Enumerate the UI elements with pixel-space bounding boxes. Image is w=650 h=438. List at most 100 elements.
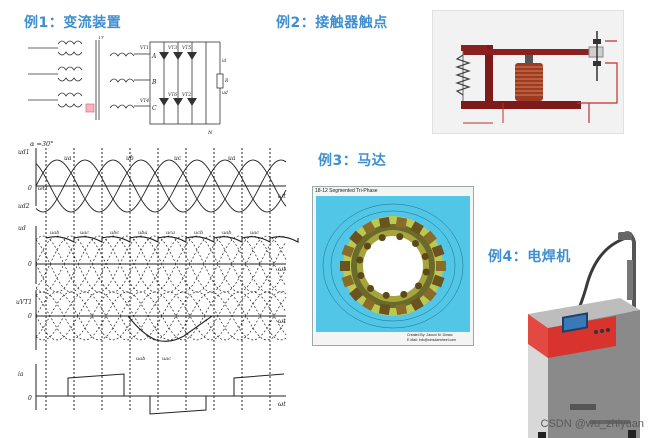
motor-stator-tooth (410, 297, 424, 311)
vt-voltage-wave-4 (35, 291, 287, 341)
omega-t-label-1: ωt (278, 192, 286, 200)
contactor-illustration (432, 10, 624, 134)
motor-stator-tooth (395, 303, 408, 316)
node-a-label: A (151, 53, 157, 60)
line-label-uab: uab (50, 230, 59, 236)
motor-rotor-pole (356, 256, 364, 264)
example-2-title: 例2：接触器触点 (276, 15, 388, 31)
motor-stator-tooth (362, 221, 376, 235)
vt-voltage-wave-2 (35, 291, 287, 341)
motor-rotor-pole (400, 290, 408, 298)
vt5-label: VT5 (182, 45, 191, 51)
vt1-label: VT1 (140, 45, 149, 51)
vt-voltage-wave-3 (35, 291, 287, 341)
motor-credits: Created By: Jaouni M. Dinarc E-Mail: inf… (407, 333, 456, 343)
vt-label-uac: uac (162, 356, 171, 362)
node-c-label: C (152, 105, 157, 112)
node-b-label: B (151, 79, 157, 86)
motor-stator-tooth (378, 303, 391, 316)
motor-stator-tooth (436, 261, 446, 271)
motor-rotor-pole (378, 234, 386, 242)
motor-rotor-pole (412, 240, 419, 247)
motor-rotor-pole (357, 272, 365, 279)
ia-axis-label: ia (18, 371, 24, 378)
load-current-label: id (222, 58, 226, 64)
watermark-text: CSDN @wu_zhiyuan (540, 418, 645, 430)
phase-label-ua: ua (64, 155, 72, 162)
origin-zero-2: 0 (28, 261, 32, 268)
origin-zero-1: 0 (28, 185, 32, 192)
motor-stator-tooth (341, 244, 355, 258)
phase-label-uc: uc (174, 155, 182, 162)
highlight-marker-icon (85, 103, 95, 113)
vt1-voltage-trace (36, 315, 286, 342)
alpha-label: α =30° (30, 140, 53, 148)
motor-stator-tooth (410, 221, 424, 235)
vt-voltage-wave-0 (35, 291, 287, 341)
line-label-uca: uca (166, 230, 175, 236)
example-3-title: 例3：马达 (318, 153, 387, 169)
motor-rotor-pole (421, 253, 429, 260)
motor-rotor-pole (382, 291, 390, 299)
wt1-label: ωt1 (38, 186, 48, 192)
rectifier-circuit-diagram: Tr A B C P N VT1 VT3 VT5 VT4 VT6 VT2 id … (28, 36, 228, 136)
rectified-output-envelope (45, 236, 299, 243)
motor-rotor-pole (415, 282, 422, 290)
motor-stator-tooth (362, 297, 376, 311)
motor-field-plot (316, 196, 470, 332)
motor-simulation-window: 18-12 Segmented Tri-Phase Created By: Ja… (312, 186, 474, 346)
line-label-uba: uba (138, 230, 147, 236)
motor-stator-tooth (349, 287, 364, 302)
vt3-label: VT3 (168, 45, 177, 51)
example-1-title: 例1：变流装置 (24, 15, 122, 31)
phase-wave-1 (35, 159, 287, 213)
motor-stator-tooth (341, 274, 355, 288)
phase-current-trace (36, 373, 285, 415)
load-resistor-label: R (224, 78, 228, 84)
motor-rotor-pole (367, 285, 374, 292)
line-label-uab-2: uab (222, 230, 231, 236)
omega-t-label-3: ωt (278, 317, 286, 325)
waveform-diagram: α =30° ud1 ud2 ud uVT1 ia ωt1 0 0 0 0 ωt… (16, 140, 299, 415)
vt2-label: VT2 (182, 92, 191, 98)
load-voltage-label: ud (222, 90, 228, 96)
line-voltage-wave-1 (35, 235, 287, 293)
motor-stator-tooth (395, 216, 408, 229)
motor-caption: 18-12 Segmented Tri-Phase (315, 188, 378, 194)
ud1-axis-label: ud1 (18, 149, 30, 156)
motor-stator-tooth (431, 244, 445, 258)
motor-rotor-pole (422, 268, 430, 276)
phase-wave-2 (35, 159, 287, 213)
vt-voltage-wave-5 (35, 291, 287, 341)
motor-rotor-pole (396, 233, 404, 241)
uvt1-axis-label: uVT1 (16, 299, 32, 306)
omega-t-label-2: ωt (278, 265, 286, 273)
ud2-axis-label: ud2 (18, 203, 30, 210)
origin-zero-4: 0 (28, 395, 32, 402)
motor-stator-tooth (340, 261, 350, 271)
omega-t-label-4: ωt (278, 400, 286, 408)
motor-stator-tooth (431, 274, 445, 288)
vt-label-uab: uab (136, 356, 145, 362)
line-label-uac-2: uac (250, 230, 259, 236)
motor-rotor-pole (364, 242, 371, 250)
line-label-ucb: ucb (194, 230, 203, 236)
phase-label-ub: ub (126, 155, 134, 162)
origin-zero-3: 0 (28, 313, 32, 320)
node-p-label: P (207, 36, 212, 38)
contactor-drawing (455, 31, 618, 124)
line-voltage-wave-4 (35, 235, 287, 293)
phase-wave-0 (35, 159, 287, 213)
phase-label-ua-2: ua (228, 155, 236, 162)
motor-stator-tooth (349, 230, 364, 245)
transformer-label: Tr (98, 36, 104, 41)
vt-voltage-wave-1 (35, 291, 287, 341)
motor-credit-author: Created By: Jaouni M. Dinarc (407, 333, 453, 337)
line-label-ubc: ubc (110, 230, 119, 236)
motor-stator-tooth (422, 230, 437, 245)
motor-credit-email: E-Mail: info@simularwheel.com (407, 338, 457, 342)
motor-stator-tooth (422, 287, 437, 302)
vt4-label: VT4 (140, 98, 149, 104)
vt6-label: VT6 (168, 92, 177, 98)
line-label-uac: uac (80, 230, 89, 236)
